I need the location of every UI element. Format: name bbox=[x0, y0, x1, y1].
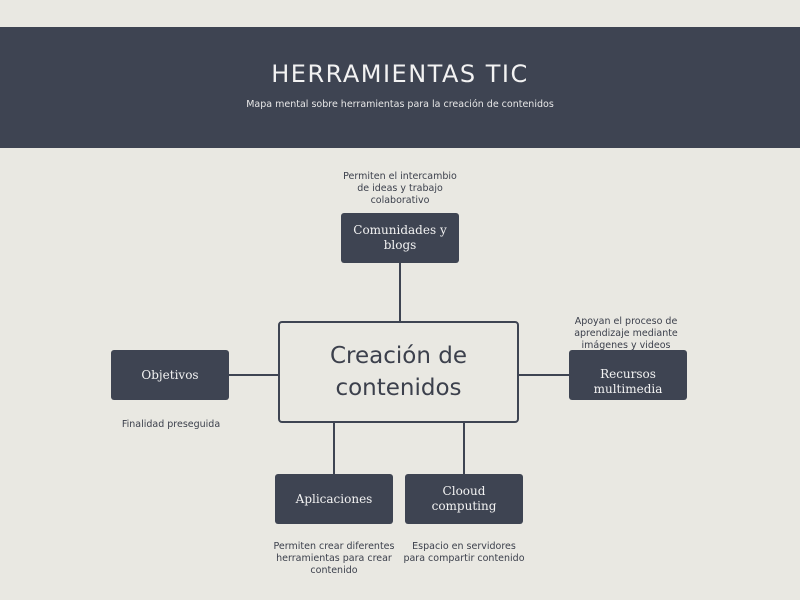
central-topic[interactable]: Creación de contenidos bbox=[278, 321, 519, 423]
node-comunidades[interactable]: Comunidades y blogs bbox=[341, 213, 459, 263]
note-recursos: Apoyan el proceso de aprendizaje mediant… bbox=[574, 316, 678, 351]
note-cloud: Espacio en servidores para compartir con… bbox=[403, 541, 525, 564]
header-banner: HERRAMIENTAS TIC Mapa mental sobre herra… bbox=[0, 27, 800, 148]
node-aplicaciones[interactable]: Aplicaciones bbox=[275, 474, 393, 524]
page-subtitle: Mapa mental sobre herramientas para la c… bbox=[246, 99, 554, 110]
note-aplicaciones: Permiten crear diferentes herramientas p… bbox=[273, 541, 395, 576]
page-title: HERRAMIENTAS TIC bbox=[271, 60, 529, 88]
note-comunidades: Permiten el intercambio de ideas y traba… bbox=[343, 171, 457, 206]
note-objetivos: Finalidad preseguida bbox=[121, 419, 221, 430]
node-objetivos[interactable]: Objetivos bbox=[111, 350, 229, 400]
central-topic-label: Creación de contenidos bbox=[329, 343, 467, 401]
node-cloud[interactable]: Clooud computing bbox=[405, 474, 523, 524]
node-recursos[interactable]: Recursos multimedia bbox=[569, 350, 687, 400]
